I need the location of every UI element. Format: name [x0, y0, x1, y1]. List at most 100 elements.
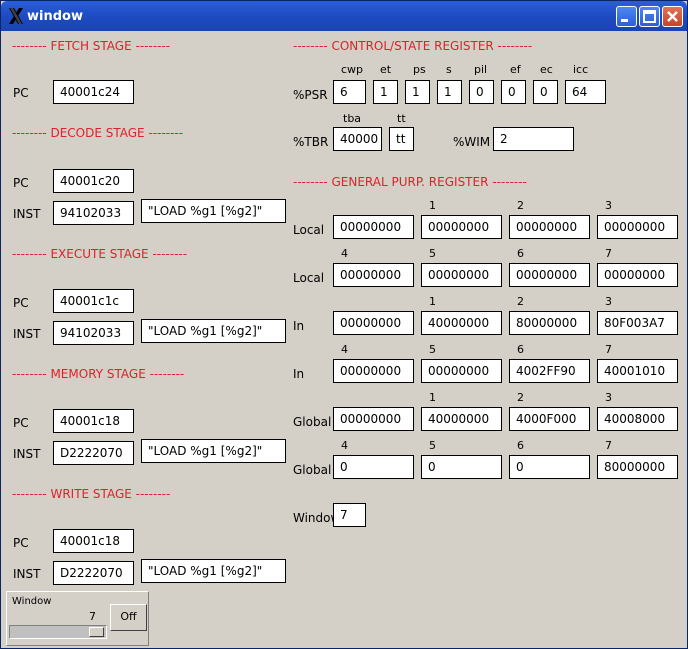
- write-asm-field[interactable]: "LOAD %g1 [%g2]": [141, 559, 286, 583]
- local-reg-5-field[interactable]: 00000000: [421, 263, 502, 287]
- write-inst-field[interactable]: D2222070: [53, 561, 134, 585]
- gpr-index-label: 3: [605, 391, 612, 404]
- memory-stage-header: -------- MEMORY STAGE --------: [12, 367, 185, 381]
- gpr-index-label: 2: [517, 391, 524, 404]
- global-reg-4-field[interactable]: 0: [333, 455, 414, 479]
- gpr-row-label-global: Global: [293, 463, 332, 477]
- gpr-index-label: 3: [605, 199, 612, 212]
- window-title: window: [27, 9, 83, 24]
- local-reg-2-field[interactable]: 00000000: [509, 215, 590, 239]
- decode-pc-label: PC: [13, 176, 29, 190]
- in-reg-2-field[interactable]: 80000000: [509, 311, 590, 335]
- tba-label: tba: [343, 112, 362, 125]
- in-reg-1-field[interactable]: 40000000: [421, 311, 502, 335]
- write-pc-field[interactable]: 40001c18: [53, 529, 134, 553]
- tbr-tba-field[interactable]: 40000: [333, 127, 382, 151]
- execute-stage-header: -------- EXECUTE STAGE --------: [12, 247, 188, 261]
- off-button[interactable]: Off: [110, 604, 147, 631]
- gpr-index-label: 6: [517, 343, 524, 356]
- write-pc-label: PC: [13, 536, 29, 550]
- execute-pc-label: PC: [13, 296, 29, 310]
- global-reg-0-field[interactable]: 00000000: [333, 407, 414, 431]
- global-reg-1-field[interactable]: 40000000: [421, 407, 502, 431]
- write-stage-header: -------- WRITE STAGE --------: [12, 487, 171, 501]
- gpr-index-label: 7: [605, 439, 612, 452]
- maximize-button[interactable]: [639, 6, 660, 27]
- psr-ef-field[interactable]: 0: [501, 80, 526, 104]
- gpr-index-label: 3: [605, 295, 612, 308]
- psr-icc-field[interactable]: 64: [565, 80, 606, 104]
- window-slider-value: 7: [89, 610, 96, 623]
- psr-field-label-cwp: cwp: [341, 63, 364, 76]
- local-reg-1-field[interactable]: 00000000: [421, 215, 502, 239]
- decode-inst-field[interactable]: 94102033: [53, 201, 134, 225]
- wim-field[interactable]: 2: [493, 127, 574, 151]
- psr-field-label-et: et: [380, 63, 392, 76]
- global-reg-7-field[interactable]: 80000000: [597, 455, 678, 479]
- in-reg-5-field[interactable]: 00000000: [421, 359, 502, 383]
- decode-pc-field[interactable]: 40001c20: [53, 169, 134, 193]
- write-inst-label: INST: [13, 567, 41, 581]
- global-reg-2-field[interactable]: 4000F000: [509, 407, 590, 431]
- window-register-label: Window: [293, 511, 341, 525]
- psr-ps-field[interactable]: 1: [405, 80, 430, 104]
- psr-label: %PSR: [293, 88, 328, 102]
- memory-pc-field[interactable]: 40001c18: [53, 409, 134, 433]
- title-bar[interactable]: window: [1, 1, 687, 31]
- psr-field-label-ps: ps: [413, 63, 426, 76]
- tbr-tt-field[interactable]: tt: [389, 127, 414, 151]
- gpr-row-label-in: In: [293, 319, 305, 333]
- gpr-row-label-local: Local: [293, 223, 325, 237]
- global-reg-6-field[interactable]: 0: [509, 455, 590, 479]
- gpr-index-label: 2: [517, 295, 524, 308]
- local-reg-6-field[interactable]: 00000000: [509, 263, 590, 287]
- gpr-index-label: 5: [429, 439, 436, 452]
- memory-inst-field[interactable]: D2222070: [53, 441, 134, 465]
- local-reg-4-field[interactable]: 00000000: [333, 263, 414, 287]
- gpr-index-label: 4: [341, 343, 348, 356]
- window-register-field[interactable]: 7: [333, 503, 366, 527]
- local-reg-3-field[interactable]: 00000000: [597, 215, 678, 239]
- execute-pc-field[interactable]: 40001c1c: [53, 289, 134, 313]
- wim-label: %WIM: [453, 135, 491, 149]
- close-button[interactable]: [662, 6, 683, 27]
- psr-field-label-pil: pil: [474, 63, 488, 76]
- gpr-row-label-global: Global: [293, 415, 332, 429]
- psr-et-field[interactable]: 1: [373, 80, 398, 104]
- gpr-row-label-in: In: [293, 367, 305, 381]
- maximize-icon: [643, 10, 656, 23]
- decode-asm-field[interactable]: "LOAD %g1 [%g2]": [141, 199, 286, 223]
- execute-inst-field[interactable]: 94102033: [53, 321, 134, 345]
- local-reg-0-field[interactable]: 00000000: [333, 215, 414, 239]
- psr-pil-field[interactable]: 0: [469, 80, 494, 104]
- execute-asm-field[interactable]: "LOAD %g1 [%g2]": [141, 319, 286, 343]
- gpr-header: -------- GENERAL PURP. REGISTER --------: [293, 175, 527, 189]
- gpr-index-label: 5: [429, 247, 436, 260]
- gpr-index-label: 1: [429, 391, 436, 404]
- psr-cwp-field[interactable]: 6: [333, 80, 366, 104]
- window-slider[interactable]: [9, 625, 107, 639]
- x11-logo-icon: [9, 8, 23, 24]
- in-reg-7-field[interactable]: 40001010: [597, 359, 678, 383]
- gpr-index-label: 6: [517, 439, 524, 452]
- window-slider-thumb[interactable]: [89, 627, 104, 637]
- in-reg-3-field[interactable]: 80F003A7: [597, 311, 678, 335]
- psr-s-field[interactable]: 1: [437, 80, 462, 104]
- in-reg-6-field[interactable]: 4002FF90: [509, 359, 590, 383]
- control-register-header: -------- CONTROL/STATE REGISTER --------: [293, 39, 533, 53]
- memory-asm-field[interactable]: "LOAD %g1 [%g2]": [141, 439, 286, 463]
- global-reg-3-field[interactable]: 40008000: [597, 407, 678, 431]
- fetch-pc-field[interactable]: 40001c24: [53, 80, 134, 104]
- in-reg-0-field[interactable]: 00000000: [333, 311, 414, 335]
- decode-stage-header: -------- DECODE STAGE --------: [12, 126, 184, 140]
- in-reg-4-field[interactable]: 00000000: [333, 359, 414, 383]
- minimize-button[interactable]: [616, 6, 637, 27]
- psr-field-label-s: s: [446, 63, 452, 76]
- psr-field-label-ef: ef: [510, 63, 521, 76]
- fetch-stage-header: -------- FETCH STAGE --------: [12, 39, 171, 53]
- gpr-index-label: 2: [517, 199, 524, 212]
- window-control-label: Window: [12, 596, 52, 607]
- local-reg-7-field[interactable]: 00000000: [597, 263, 678, 287]
- psr-ec-field[interactable]: 0: [533, 80, 558, 104]
- global-reg-5-field[interactable]: 0: [421, 455, 502, 479]
